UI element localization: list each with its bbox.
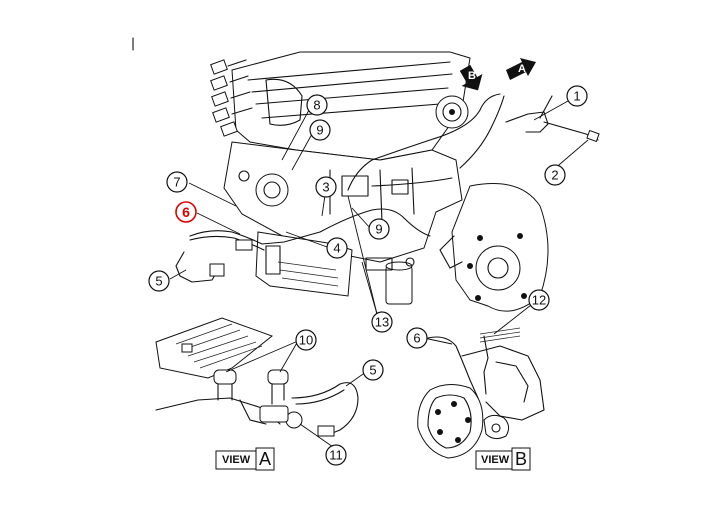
callout-5: 5 [148,270,170,292]
callout-5-view-a: 5 [362,359,384,381]
callout-11: 11 [325,444,347,466]
callout-6-label: 6 [182,204,190,220]
callout-6-view-b: 6 [406,327,428,349]
callout-6-highlighted: 6 [175,201,197,223]
callout-2: 2 [544,164,566,186]
view-b-inset: 12 6 VIEW B [406,289,550,471]
view-arrow-b: B [459,64,483,91]
callout-11-label: 11 [329,448,343,463]
callout-8-label: 8 [313,98,320,113]
callout-9-lower: 9 [368,218,390,240]
callout-7: 7 [166,171,188,193]
callout-13-label: 13 [375,315,389,330]
callout-13: 13 [371,311,393,333]
view-arrow-b-label: B [468,70,476,82]
view-arrow-a-label: A [518,63,526,75]
callout-7-label: 7 [173,175,180,190]
callout-4-label: 4 [333,241,340,256]
sensor-canister [385,265,413,305]
view-a-label-box: VIEW A [215,447,275,471]
engine-illustration [175,51,600,312]
callout-9-lower-label: 9 [375,222,382,237]
pulley-left [255,173,289,207]
view-arrow-a: A [506,58,536,80]
view-b-word: VIEW [481,454,510,466]
callout-3: 3 [315,176,337,198]
callout-8: 8 [306,94,328,116]
callout-12-label: 12 [532,293,546,308]
callout-9-upper-label: 9 [316,123,323,138]
view-b-letter: B [515,449,527,469]
callout-3-label: 3 [322,180,329,195]
callout-1-label: 1 [573,89,580,104]
callout-5-label: 5 [155,274,162,289]
clip-2 [267,369,289,385]
callout-10: 10 [295,329,317,351]
callout-4: 4 [326,237,348,259]
view-a-word: VIEW [222,454,251,466]
callout-2-label: 2 [551,168,558,183]
callout-9-upper: 9 [309,119,331,141]
clip-1 [213,369,237,385]
view-a-inset: 10 5 11 VIEW A [155,317,384,471]
callout-12: 12 [528,289,550,311]
callout-5-view-a-label: 5 [369,363,376,378]
view-a-letter: A [259,449,271,469]
callout-1: 1 [566,85,588,107]
view-b-label-box: VIEW B [475,447,531,471]
callout-10-label: 10 [299,333,313,348]
leader-lines [169,100,589,315]
injector-stack [210,59,253,137]
callout-6-view-b-label: 6 [413,331,420,346]
